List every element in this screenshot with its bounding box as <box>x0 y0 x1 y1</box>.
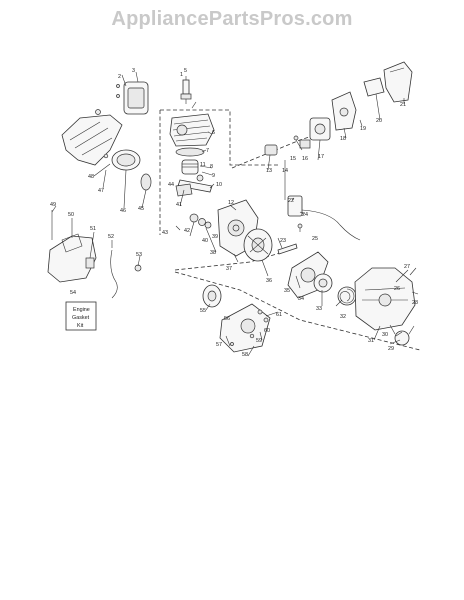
label-29: 29 <box>388 346 394 352</box>
label-46: 46 <box>120 208 126 214</box>
label-42: 42 <box>184 228 190 234</box>
crankshaft-part <box>177 174 213 193</box>
label-19: 19 <box>360 126 366 132</box>
label-11: 11 <box>200 162 206 168</box>
label-61: 61 <box>276 312 282 318</box>
label-2: 2 <box>118 74 121 80</box>
label-9: 9 <box>212 173 215 179</box>
label-35: 35 <box>284 288 290 294</box>
group-line-lower-assembly <box>174 249 421 351</box>
label-17: 17 <box>318 154 324 160</box>
group-line-engine <box>159 109 280 235</box>
label-56: 56 <box>224 316 230 322</box>
label-10: 10 <box>216 182 222 188</box>
fuel-line-part <box>110 249 118 299</box>
label-37: 37 <box>226 266 232 272</box>
air-filter-cover-part <box>383 61 413 103</box>
starter-housing-part <box>354 267 416 331</box>
label-8: 8 <box>210 164 213 170</box>
label-28: 28 <box>412 300 418 306</box>
starter-handle-part <box>389 324 415 346</box>
label-22: 22 <box>288 198 294 204</box>
label-6: 6 <box>212 130 215 136</box>
label-5: 5 <box>184 68 187 74</box>
air-filter-base-part <box>331 91 357 131</box>
spark-plug-part <box>180 79 192 104</box>
label-33: 33 <box>316 306 322 312</box>
cylinder-gasket-part <box>175 147 205 157</box>
engine-gasket-kit-box <box>65 301 97 331</box>
label-60: 60 <box>264 328 270 334</box>
label-48: 48 <box>88 174 94 180</box>
label-12: 12 <box>228 200 234 206</box>
label-20: 20 <box>376 118 382 124</box>
watermark: AppliancePartsPros.com <box>111 8 353 30</box>
label-25: 25 <box>312 236 318 242</box>
label-34: 34 <box>298 296 304 302</box>
label-44: 44 <box>168 182 174 188</box>
label-1: 1 <box>180 72 183 78</box>
label-55: 55 <box>200 308 206 314</box>
label-47: 47 <box>98 188 104 194</box>
kit-line-1: Engine <box>73 307 90 313</box>
label-53: 53 <box>136 252 142 258</box>
kit-line-2: Gasket <box>72 315 90 321</box>
label-51: 51 <box>90 226 96 232</box>
label-57: 57 <box>216 342 222 348</box>
label-18: 18 <box>340 136 346 142</box>
label-31: 31 <box>368 338 374 344</box>
label-3: 3 <box>132 68 135 74</box>
throttle-linkage-part <box>264 135 311 200</box>
kit-number: 54 <box>70 290 76 296</box>
label-59: 59 <box>256 338 262 344</box>
label-24: 24 <box>302 212 308 218</box>
recoil-spring-part <box>337 286 357 306</box>
label-58: 58 <box>242 352 248 358</box>
label-40: 40 <box>202 238 208 244</box>
label-30: 30 <box>382 332 388 338</box>
label-41: 41 <box>176 202 182 208</box>
cylinder-part <box>169 113 215 147</box>
part-number-labels: 1 2 3 5 6 7 8 9 10 11 12 13 14 15 16 17 … <box>50 68 418 358</box>
gear-housing-part <box>219 303 271 353</box>
label-7: 7 <box>206 148 209 154</box>
label-13: 13 <box>266 168 272 174</box>
carburetor-part <box>309 117 331 141</box>
piston-part <box>181 159 199 175</box>
clutch-drum-part <box>202 284 222 308</box>
label-52: 52 <box>108 234 114 240</box>
muffler-gasket-part <box>140 173 152 191</box>
leader-lines <box>51 71 419 357</box>
shaft-pin-part <box>277 243 298 255</box>
label-50: 50 <box>68 212 74 218</box>
label-32: 32 <box>340 314 346 320</box>
flywheel-part <box>243 228 273 262</box>
label-27: 27 <box>404 264 410 270</box>
label-26: 26 <box>394 286 400 292</box>
engine-cover-part <box>61 109 123 166</box>
ignition-switch-part <box>287 195 361 241</box>
label-43: 43 <box>162 230 168 236</box>
label-36: 36 <box>266 278 272 284</box>
label-15: 15 <box>290 156 296 162</box>
label-49: 49 <box>50 202 56 208</box>
starter-pulley-part <box>313 273 333 293</box>
label-38: 38 <box>210 250 216 256</box>
label-23: 23 <box>280 238 286 244</box>
fuel-filter-part <box>85 257 95 269</box>
muffler-part <box>103 149 141 171</box>
bearing-seals-part <box>189 213 212 229</box>
air-filter-part <box>363 77 385 97</box>
label-14: 14 <box>282 168 288 174</box>
label-16: 16 <box>302 156 308 162</box>
small-hardware-part <box>230 309 269 346</box>
label-21: 21 <box>400 102 406 108</box>
kit-line-3: Kit <box>77 323 84 329</box>
muffler-cover-part <box>116 81 149 115</box>
label-39: 39 <box>212 234 218 240</box>
label-45: 45 <box>138 206 144 212</box>
